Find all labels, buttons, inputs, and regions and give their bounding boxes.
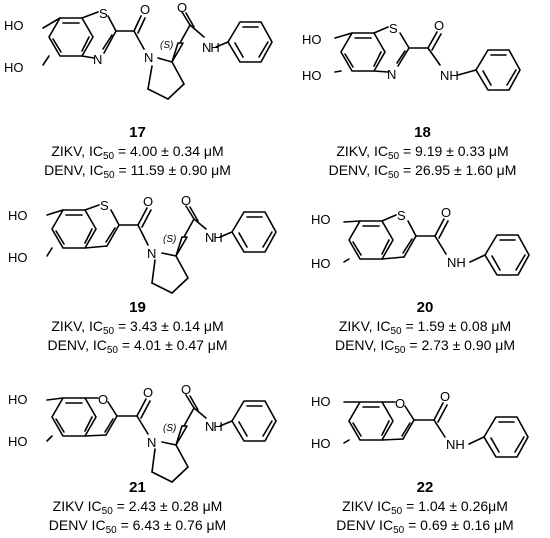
o-label-20: O: [441, 205, 451, 220]
denv-ic50-22: DENV IC50 = 0.69 ± 0.16 μM: [336, 517, 514, 536]
structure-20-bonds: [343, 214, 530, 276]
compound-number-21: 21: [129, 479, 146, 496]
o-label-22: O: [440, 389, 450, 404]
denv-ic50-20: DENV, IC50 = 2.73 ± 0.90 μM: [334, 337, 516, 356]
structure-18-bonds: [334, 26, 521, 91]
zikv-ic50-21: ZIKV IC50 = 2.43 ± 0.28 μM: [52, 498, 223, 517]
nh-label-22: NH: [446, 437, 465, 452]
ho-label-17-bottom: HO: [4, 60, 24, 75]
denv-ic50-18: DENV, IC50 = 26.95 ± 1.60 μM: [328, 162, 517, 181]
n-label-18: N: [387, 67, 396, 82]
n-label-19-pro: N: [147, 246, 156, 261]
o-label-17-a: O: [140, 2, 150, 17]
o-label-19-a: O: [143, 194, 153, 209]
s-label-20: S: [397, 208, 406, 223]
ho-label-22-bottom: HO: [311, 436, 331, 451]
structure-21-bonds: [46, 394, 277, 483]
compound-number-22: 22: [416, 479, 434, 496]
compound-number-17: 17: [129, 124, 146, 141]
ho-label-18-bottom: HO: [302, 68, 322, 83]
caption-20: 20 ZIKV, IC50 = 1.59 ± 0.08 μM DENV, IC5…: [300, 298, 550, 356]
compound-number-20: 20: [416, 299, 434, 316]
ho-label-18-top: HO: [302, 32, 322, 47]
nh-label-18: NH: [440, 68, 459, 83]
stereo-label-17: (S): [160, 40, 173, 51]
denv-ic50-21: DENV IC50 = 6.43 ± 0.76 μM: [48, 517, 227, 536]
s-label-17: S: [99, 6, 108, 21]
ho-label-19-top: HO: [8, 208, 28, 223]
structure-17-bonds: [42, 11, 273, 100]
stereo-label-21: (S): [163, 423, 176, 434]
zikv-ic50-19: ZIKV, IC50 = 3.43 ± 0.14 μM: [51, 318, 224, 337]
denv-ic50-17: DENV, IC50 = 11.59 ± 0.90 μM: [44, 162, 231, 181]
o-label-21-b: O: [181, 382, 191, 397]
caption-22: 22 ZIKV IC50 = 1.04 ± 0.26μM DENV IC50 =…: [300, 478, 550, 536]
denv-ic50-19: DENV, IC50 = 4.01 ± 0.47 μM: [47, 337, 228, 356]
zikv-ic50-22: ZIKV IC50 = 1.04 ± 0.26μM: [342, 498, 508, 517]
s-label-18: S: [389, 21, 398, 36]
caption-17: 17 ZIKV, IC50 = 4.00 ± 0.34 μM DENV, IC5…: [0, 123, 275, 181]
s-label-19: S: [100, 198, 109, 213]
zikv-ic50-20: ZIKV, IC50 = 1.59 ± 0.08 μM: [338, 318, 512, 337]
ho-label-21-top: HO: [8, 392, 28, 407]
zikv-ic50-17: ZIKV, IC50 = 4.00 ± 0.34 μM: [51, 143, 224, 162]
nh-label-21: NH: [205, 419, 223, 434]
ho-label-19-bottom: HO: [8, 250, 28, 265]
structure-22-bonds: [343, 401, 529, 458]
caption-21: 21 ZIKV IC50 = 2.43 ± 0.28 μM DENV IC50 …: [0, 478, 275, 536]
o-label-21-furan: O: [98, 392, 108, 407]
compound-number-19: 19: [129, 299, 146, 316]
nh-label-20: NH: [447, 255, 466, 270]
caption-19: 19 ZIKV, IC50 = 3.43 ± 0.14 μM DENV, IC5…: [0, 298, 275, 356]
ho-label-20-bottom: HO: [311, 256, 331, 271]
o-label-19-b: O: [181, 193, 191, 208]
o-label-17-b: O: [177, 0, 187, 15]
n-label-17-ring: N: [93, 52, 102, 67]
compound-number-18: 18: [414, 124, 431, 141]
nh-label-19: NH: [205, 230, 223, 245]
ho-label-20-top: HO: [311, 212, 331, 227]
nh-label-17: NH: [202, 40, 220, 55]
o-label-18: O: [434, 18, 444, 33]
ho-label-21-bottom: HO: [8, 434, 28, 449]
o-label-21-a: O: [143, 385, 153, 400]
ho-label-17-top: HO: [4, 18, 24, 33]
stereo-label-19: (S): [163, 234, 176, 245]
ho-label-22-top: HO: [311, 394, 331, 409]
n-label-21-pro: N: [147, 435, 156, 450]
structure-19-bonds: [46, 204, 277, 294]
n-label-17-pro: N: [144, 50, 153, 65]
o-label-22-furan: O: [395, 396, 405, 411]
zikv-ic50-18: ZIKV, IC50 = 9.19 ± 0.33 μM: [336, 143, 509, 162]
caption-18: 18 ZIKV, IC50 = 9.19 ± 0.33 μM DENV, IC5…: [295, 123, 550, 181]
